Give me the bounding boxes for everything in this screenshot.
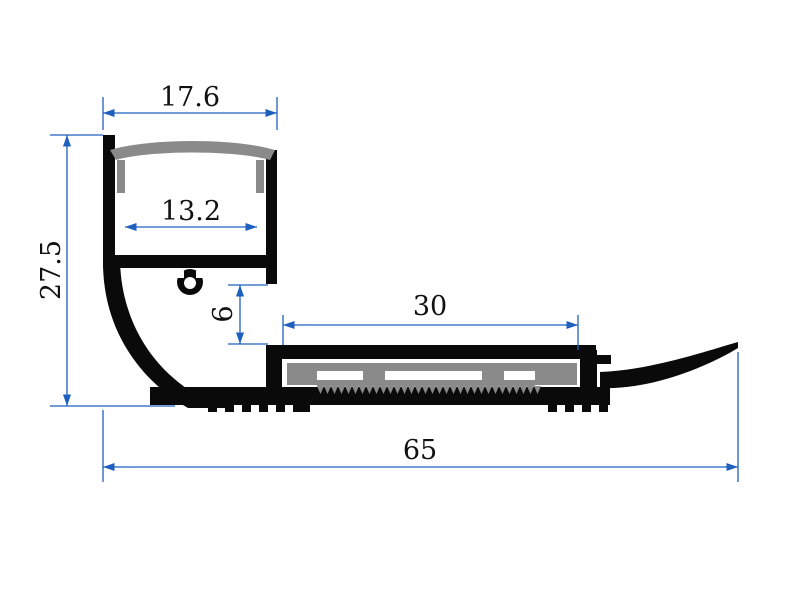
top-diffuser: [110, 141, 275, 160]
dimension-gap-label: 6: [208, 305, 239, 322]
screw-channel-opening: [172, 271, 208, 289]
base-plate: [150, 387, 610, 405]
diffuser-parts: [110, 141, 577, 386]
diffuser-clip-right: [256, 160, 264, 193]
dimension-inner-width-label: 13.2: [161, 196, 221, 227]
lower-insert-block: [482, 363, 504, 385]
diffuser-clip-left: [117, 160, 125, 193]
right-hook: [580, 350, 597, 390]
right-wall: [266, 150, 277, 284]
bottom-fin: [293, 400, 310, 412]
lower-shelf: [266, 345, 596, 359]
lower-insert-block: [363, 363, 385, 385]
bottom-fin: [276, 400, 285, 412]
bottom-fin: [582, 400, 591, 412]
curved-sweep: [103, 262, 232, 408]
lower-insert: [287, 363, 577, 371]
channel-floor: [103, 255, 277, 268]
bottom-fin: [565, 400, 574, 412]
bottom-fin: [242, 400, 251, 412]
dimension-lines: [50, 97, 739, 482]
lower-insert-block: [287, 363, 317, 385]
dimension-height-label: 27.5: [36, 240, 67, 300]
bottom-fin: [208, 400, 217, 412]
right-wing: [600, 342, 738, 389]
bottom-fin: [225, 400, 234, 412]
dimension-top-width-label: 17.6: [160, 82, 220, 113]
left-wall: [103, 135, 115, 267]
right-hook-tip: [597, 355, 611, 364]
bottom-fin: [548, 400, 557, 412]
bottom-fin: [599, 400, 608, 412]
dimension-slot-width-label: 30: [413, 291, 447, 322]
lower-insert-block: [535, 363, 577, 385]
serrated-teeth: [317, 386, 541, 394]
dimension-total-width-label: 65: [403, 435, 437, 466]
tooth-row: [317, 386, 541, 394]
lower-insert-strip: [317, 380, 535, 386]
bottom-fin: [259, 400, 268, 412]
